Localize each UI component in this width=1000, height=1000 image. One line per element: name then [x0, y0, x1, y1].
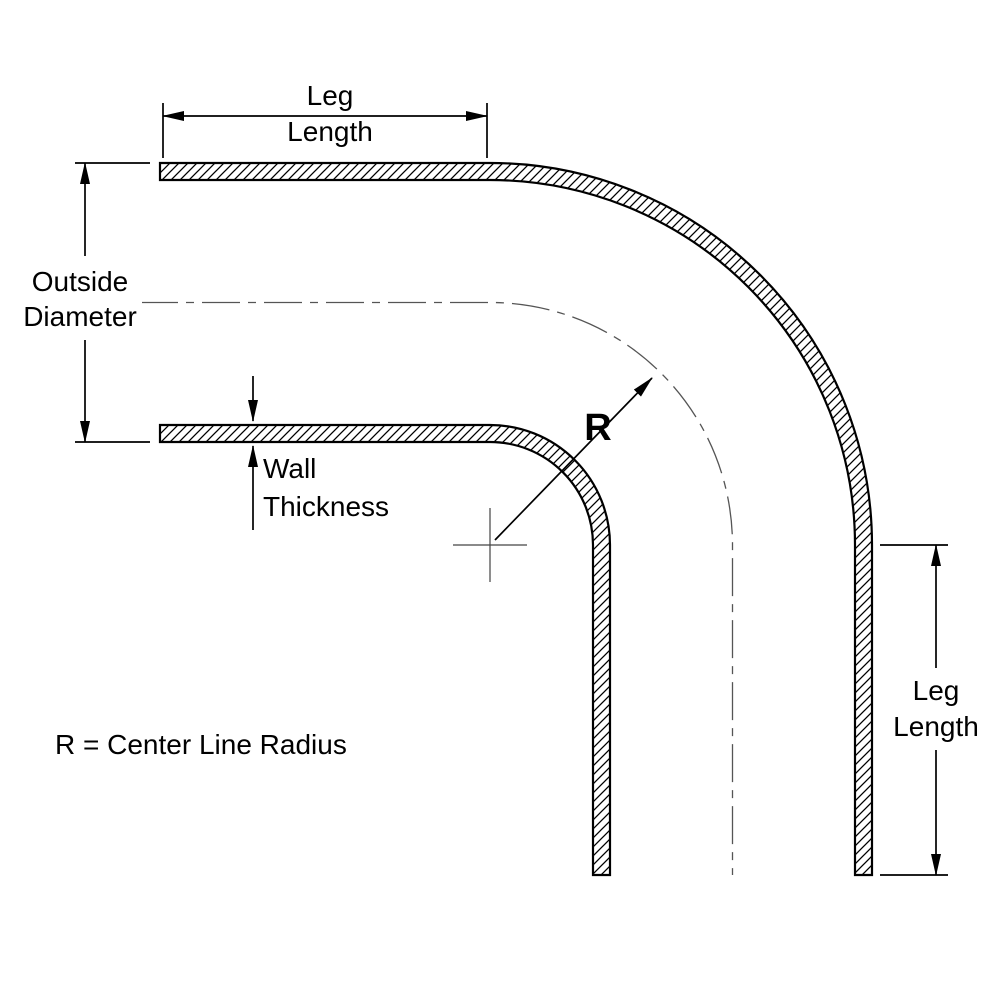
radius-arrow [494, 377, 653, 541]
tube-centerline [140, 301, 734, 875]
radius-center-cross [453, 508, 527, 582]
right-leg-length-label-line2: Length [893, 711, 979, 742]
wall-thickness-label-line2: Thickness [263, 491, 389, 522]
right-leg-length-dimension: Leg Length [880, 544, 988, 876]
elbow-tube [158, 161, 874, 877]
radius-annotation: R [494, 377, 653, 541]
wall-thickness-label-line1: Wall [263, 453, 316, 484]
top-leg-length-dimension: Leg Length [162, 80, 488, 158]
wall-thickness-dimension: Wall Thickness [248, 376, 389, 530]
label-mask [884, 668, 988, 750]
outside-diameter-dimension: Outside Diameter [22, 162, 150, 443]
inner-wall [158, 423, 612, 877]
outer-wall [158, 161, 874, 877]
radius-symbol-label: R [584, 407, 611, 449]
right-leg-length-label-line1: Leg [913, 675, 960, 706]
label-mask [22, 256, 142, 340]
centerlines [140, 301, 734, 875]
radius-legend: R = Center Line Radius [55, 729, 347, 760]
top-leg-length-label-line2: Length [287, 116, 373, 147]
outside-diameter-label-line1: Outside [32, 266, 129, 297]
outside-diameter-label-line2: Diameter [23, 301, 137, 332]
top-leg-length-label-line1: Leg [307, 80, 354, 111]
